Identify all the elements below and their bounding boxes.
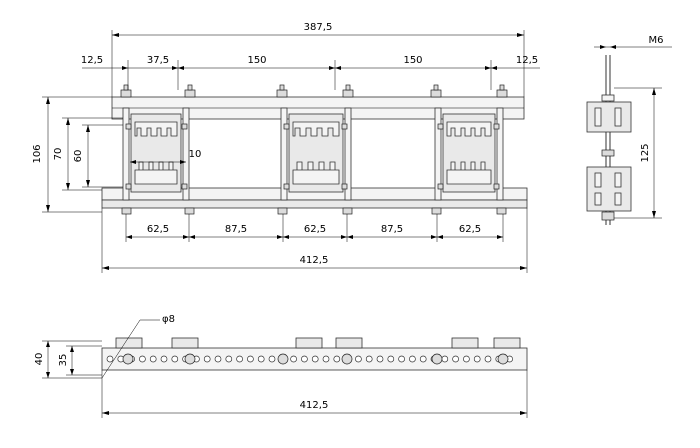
hole: [214, 355, 222, 363]
hole: [322, 355, 330, 363]
dim-side-height: 125: [640, 143, 651, 162]
hole: [452, 355, 459, 363]
bolt-head: [431, 353, 443, 365]
bolt-head: [277, 353, 289, 365]
side-dimensions: M6 125: [594, 35, 672, 219]
comb-insulator: [134, 121, 492, 137]
dim-hole-diameter: φ8: [162, 314, 175, 325]
hole: [484, 355, 492, 363]
hole: [225, 355, 233, 363]
hole: [268, 355, 276, 363]
dim-left-edge: 12,5: [81, 55, 103, 66]
bolt-row-top: [120, 84, 508, 98]
plan-dimensions: φ8 40 35 412,5: [34, 314, 528, 418]
dim-seg-b: 87,5: [225, 224, 247, 235]
hole: [149, 355, 157, 363]
hole: [387, 355, 395, 363]
bolt-head: [341, 353, 353, 365]
bolt-head: [184, 353, 196, 365]
post: [122, 107, 130, 201]
front-view: [101, 84, 528, 215]
dim-bar-h-40: 40: [34, 353, 45, 366]
hole: [441, 355, 449, 363]
dim-height-60: 60: [73, 150, 84, 163]
bolt-row-bottom: [121, 207, 507, 215]
hole: [311, 355, 319, 363]
hole-row: [106, 353, 513, 365]
hole: [160, 355, 168, 363]
hole: [247, 355, 254, 363]
hole: [463, 355, 470, 363]
side-view: [586, 55, 632, 225]
plan-view: [101, 337, 528, 371]
dim-height-total: 106: [32, 144, 43, 163]
post: [280, 107, 288, 201]
bolt-head: [497, 353, 509, 365]
hole: [398, 355, 405, 363]
hole: [376, 355, 384, 363]
dim-overall-top: 387,5: [304, 22, 333, 33]
base-plate: [101, 199, 528, 209]
hole: [106, 355, 114, 363]
dim-overall-bottom-plan: 412,5: [300, 400, 329, 411]
dim-pitch-1: 150: [247, 55, 266, 66]
hole: [290, 355, 297, 363]
hole: [257, 355, 265, 363]
post: [344, 107, 352, 201]
dim-first-offset: 37,5: [147, 55, 169, 66]
front-dimensions: 387,5 12,5 37,5 150 150 12,5 106 70 60: [32, 22, 540, 273]
nut-markers: [125, 123, 500, 190]
dim-seg-a: 62,5: [147, 224, 169, 235]
comb-insulator-lower: [134, 161, 492, 185]
dim-pitch-2: 150: [403, 55, 422, 66]
dim-overall-bottom-front: 412,5: [300, 255, 329, 266]
dim-bar-h-35: 35: [58, 354, 69, 367]
hole: [409, 355, 416, 363]
dim-seg-c: 62,5: [304, 224, 326, 235]
dim-seg-e: 62,5: [459, 224, 481, 235]
dim-right-edge: 12,5: [516, 55, 538, 66]
hole: [236, 355, 243, 363]
hole: [355, 355, 362, 363]
bolt-head: [122, 353, 134, 365]
post: [434, 107, 442, 201]
dim-height-70: 70: [53, 148, 64, 161]
dim-gap-10: 10: [189, 149, 202, 160]
post: [496, 107, 504, 201]
hole: [171, 355, 179, 363]
hole: [473, 355, 481, 363]
hole: [419, 355, 427, 363]
dim-thread: M6: [649, 35, 664, 46]
hole: [139, 355, 146, 363]
post: [182, 107, 190, 201]
hole: [365, 355, 373, 363]
dim-seg-d: 87,5: [381, 224, 403, 235]
hole: [333, 355, 341, 363]
hole: [301, 355, 308, 363]
hole: [203, 355, 211, 363]
